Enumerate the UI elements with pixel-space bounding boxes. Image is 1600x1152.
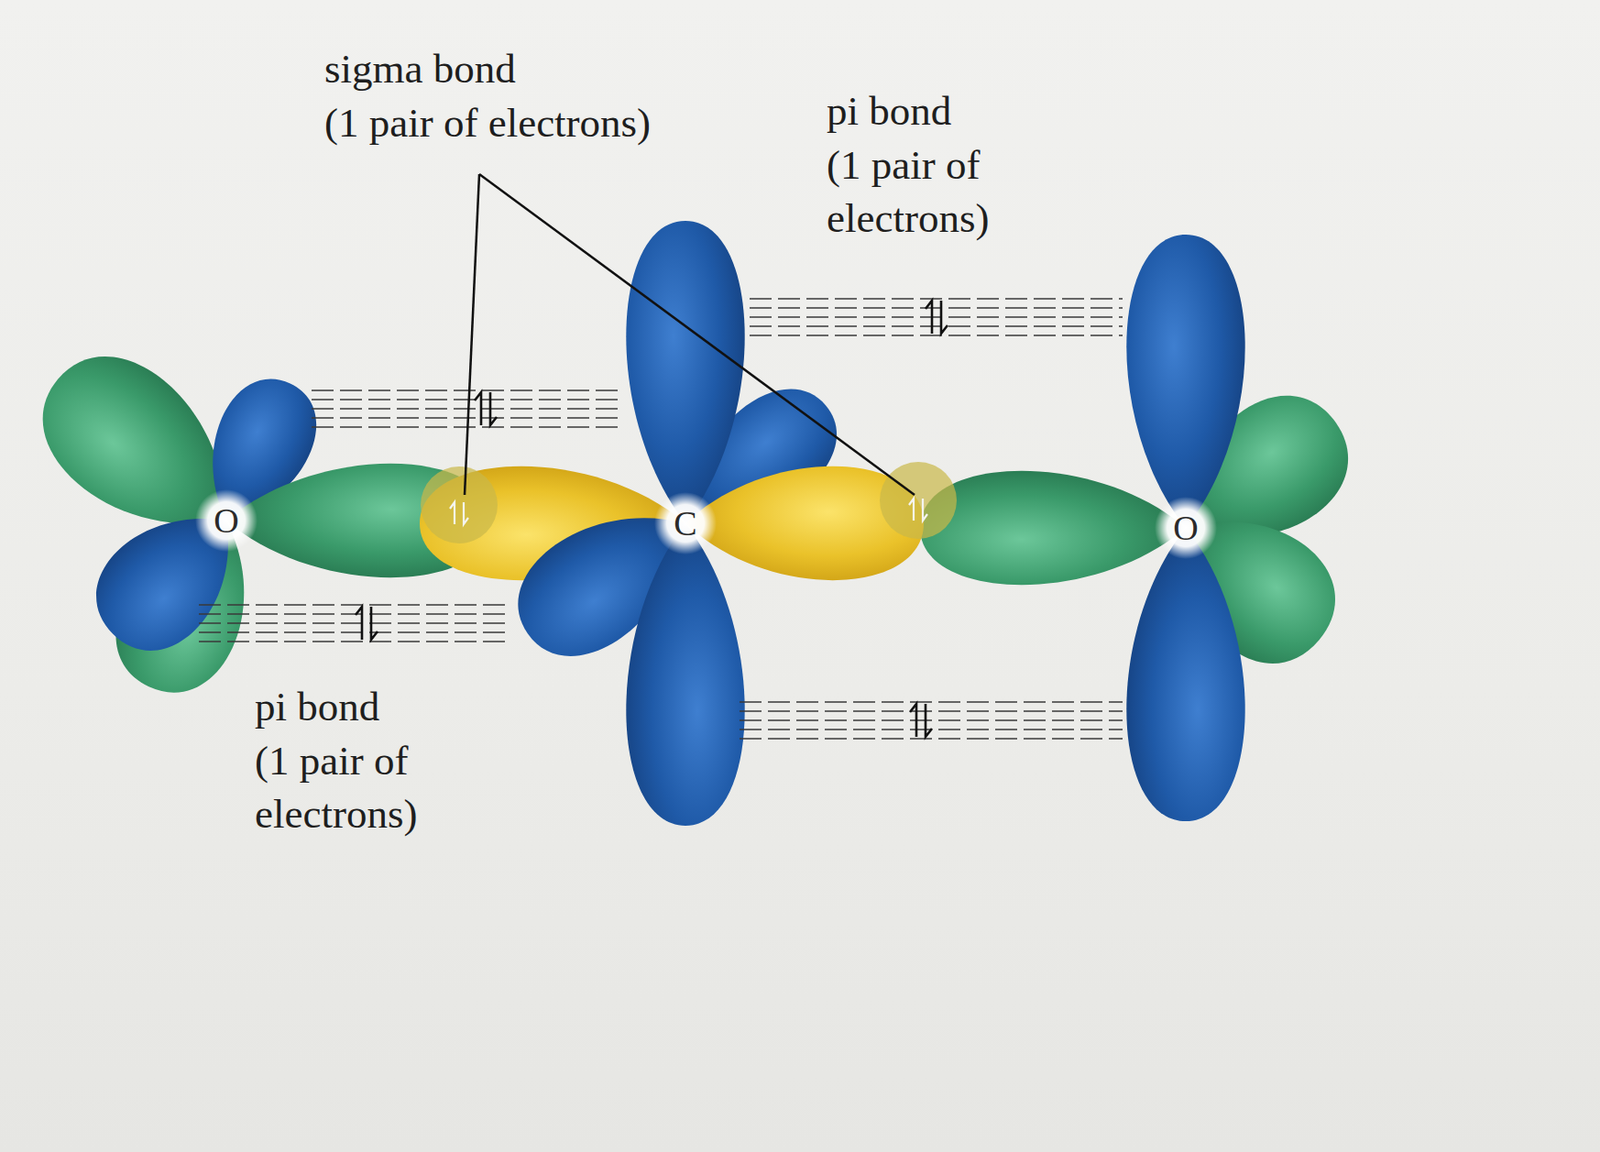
- bond-label: pi bond (1 pair of electrons): [826, 84, 1056, 246]
- atom-label: O: [1172, 510, 1198, 546]
- bond-label: sigma bond (1 pair of electrons): [324, 42, 756, 150]
- atom-label: C: [673, 505, 697, 541]
- atom-label: O: [213, 503, 239, 538]
- bond-label: pi bond (1 pair of electrons): [254, 679, 484, 842]
